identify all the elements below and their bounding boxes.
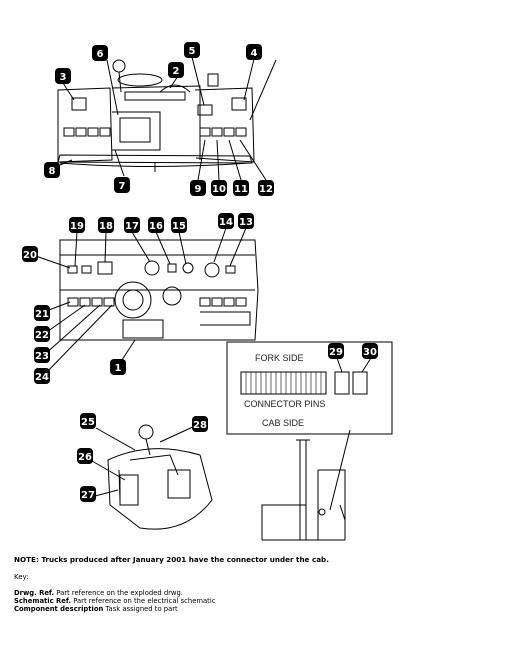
callout-3: 3 — [55, 68, 71, 84]
callout-label: 1 — [115, 363, 122, 374]
callout-label: 26 — [78, 452, 92, 463]
callout-label: 6 — [97, 49, 104, 60]
callout-17: 17 — [124, 217, 140, 233]
callout-4: 4 — [246, 44, 262, 60]
callout-20: 20 — [22, 246, 38, 262]
leader-lines — [32, 56, 372, 511]
callout-23: 23 — [34, 347, 50, 363]
key-term: Drwg. Ref. — [14, 589, 55, 597]
callout-label: 2 — [173, 66, 180, 77]
callout-24: 24 — [34, 368, 50, 384]
callout-28: 28 — [192, 416, 208, 432]
callout-label: 3 — [60, 72, 67, 83]
callout-label: 7 — [119, 181, 126, 192]
callout-30: 30 — [362, 343, 378, 359]
top-console-assembly — [57, 59, 255, 172]
inset-cab-side-label: CAB SIDE — [262, 418, 304, 428]
callout-label: 19 — [70, 221, 84, 232]
callout-10: 10 — [211, 180, 227, 196]
callout-1: 1 — [110, 359, 126, 375]
callout-label: 25 — [81, 417, 95, 428]
callout-label: 23 — [35, 351, 49, 362]
callout-label: 24 — [35, 372, 49, 383]
callout-label: 12 — [259, 184, 273, 195]
key-item: Drwg. Ref. Part reference on the explode… — [14, 589, 183, 597]
callout-21: 21 — [34, 305, 50, 321]
key-desc: Task assigned to part — [103, 605, 178, 613]
callout-label: 20 — [23, 250, 37, 261]
callout-label: 16 — [149, 221, 163, 232]
note-text: NOTE: Trucks produced after January 2001… — [14, 555, 329, 564]
callout-14: 14 — [218, 213, 234, 229]
callout-16: 16 — [148, 217, 164, 233]
callout-badges: 1 2 3 4 5 6 7 8 9 10 11 12 13 14 15 16 1… — [22, 42, 378, 502]
callout-25: 25 — [80, 413, 96, 429]
truck-outline — [261, 439, 346, 541]
callout-label: 13 — [239, 217, 253, 228]
callout-label: 15 — [172, 221, 186, 232]
key-term: Schematic Ref. — [14, 597, 72, 605]
callout-label: 9 — [195, 184, 202, 195]
callout-label: 30 — [363, 347, 377, 358]
callout-label: 8 — [49, 166, 56, 177]
callout-27: 27 — [80, 486, 96, 502]
callout-5: 5 — [184, 42, 200, 58]
key-item: Component description Task assigned to p… — [14, 605, 178, 613]
callout-label: 10 — [212, 184, 226, 195]
callout-label: 14 — [219, 217, 233, 228]
callout-label: 22 — [35, 330, 49, 341]
callout-8: 8 — [44, 162, 60, 178]
callout-label: 27 — [81, 490, 95, 501]
callout-label: 28 — [193, 420, 207, 431]
callout-label: 17 — [125, 221, 139, 232]
callout-2: 2 — [168, 62, 184, 78]
callout-label: 4 — [251, 48, 258, 59]
callout-12: 12 — [258, 180, 274, 196]
callout-9: 9 — [190, 180, 206, 196]
callout-26: 26 — [77, 448, 93, 464]
callout-22: 22 — [34, 326, 50, 342]
callout-label: 11 — [234, 184, 248, 195]
callout-13: 13 — [238, 213, 254, 229]
callout-29: 29 — [328, 343, 344, 359]
callout-label: 29 — [329, 347, 343, 358]
callout-15: 15 — [171, 217, 187, 233]
key-heading: Key: — [14, 573, 29, 581]
callout-label: 21 — [35, 309, 49, 320]
callout-6: 6 — [92, 45, 108, 61]
connector-inset — [226, 341, 393, 435]
exploded-parts-diagram: 1 2 3 4 5 6 7 8 9 10 11 12 13 14 15 16 1… — [22, 42, 393, 541]
callout-19: 19 — [69, 217, 85, 233]
key-desc: Part reference on the exploded drwg. — [54, 589, 183, 597]
callout-7: 7 — [114, 177, 130, 193]
key-item: Schematic Ref. Part reference on the ele… — [14, 597, 215, 605]
dashboard-assembly — [59, 239, 259, 341]
key-term: Component description — [14, 605, 104, 613]
steering-column-assembly — [107, 424, 213, 530]
callout-label: 5 — [189, 46, 196, 57]
key-desc: Part reference on the electrical schemat… — [71, 597, 216, 605]
callout-label: 18 — [99, 221, 113, 232]
callout-18: 18 — [98, 217, 114, 233]
inset-connector-pins-label: CONNECTOR PINS — [244, 399, 325, 409]
inset-fork-side-label: FORK SIDE — [255, 353, 304, 363]
callout-11: 11 — [233, 180, 249, 196]
